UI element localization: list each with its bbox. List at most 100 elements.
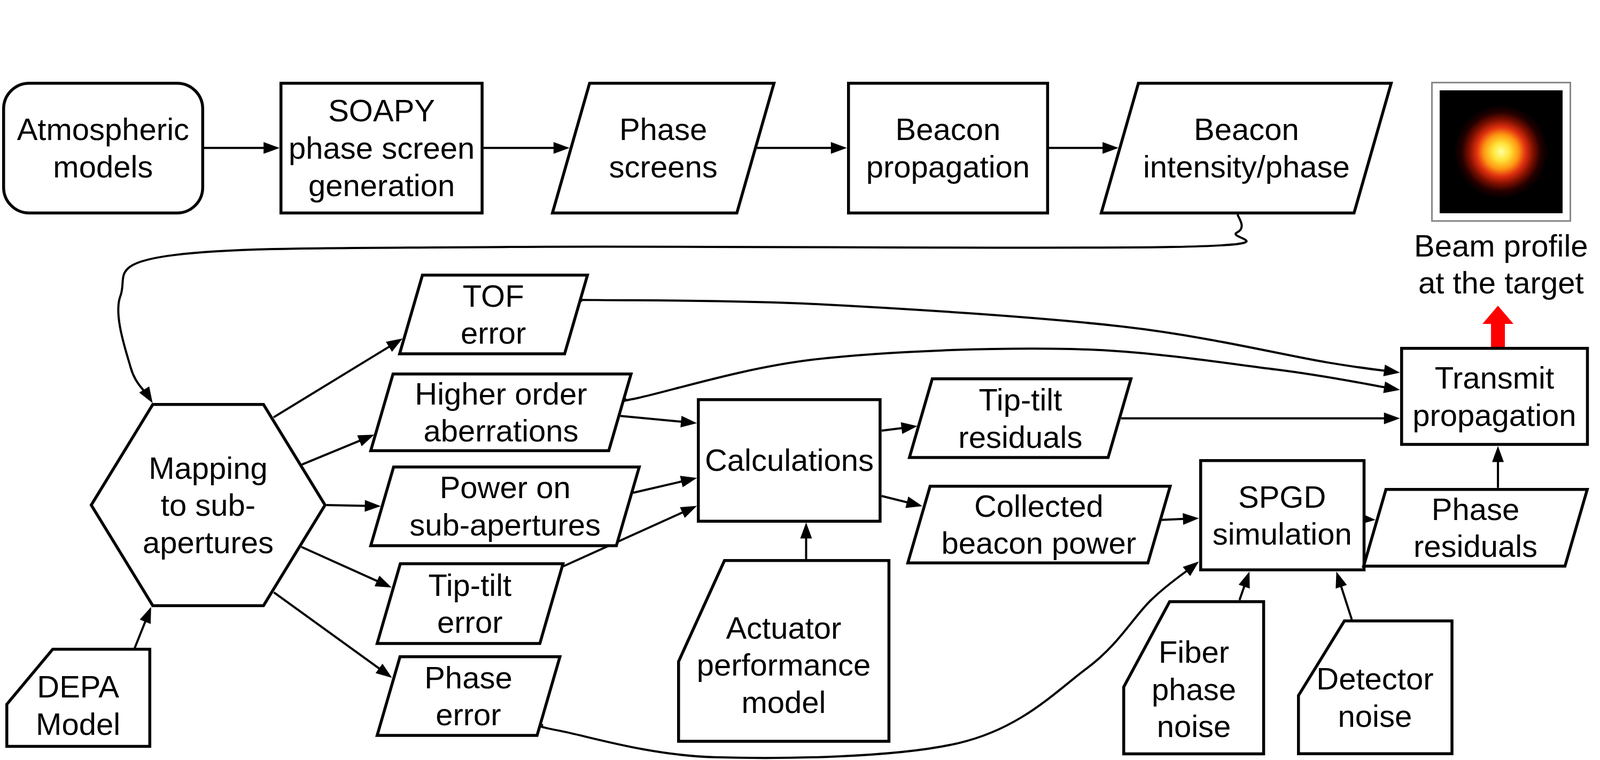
box-border: [1363, 488, 1588, 566]
node-label: Beam profile at the target: [1410, 227, 1592, 302]
box-border: [3, 83, 204, 214]
arrowhead: [905, 496, 923, 508]
connector-line: [301, 546, 385, 585]
connector: [1121, 412, 1401, 425]
arrowhead: [1182, 513, 1199, 525]
connector: [881, 422, 918, 434]
arrowhead: [1335, 571, 1347, 589]
box-border: [1298, 620, 1452, 754]
connector: [800, 522, 812, 560]
box-outline: [2, 81, 205, 215]
connector: [273, 592, 392, 678]
preparation-hexagon: Mapping to sub-apertures: [89, 402, 327, 608]
node-label: Tip-tilt residuals: [935, 381, 1107, 456]
box-border: [1101, 83, 1392, 214]
connector: [134, 607, 152, 649]
connector: [1238, 571, 1250, 600]
data-box: Phase residuals: [1362, 487, 1589, 568]
node-label: SPGD simulation: [1204, 478, 1361, 553]
connector: [301, 546, 392, 588]
box-outline: [847, 81, 1050, 215]
box-border: [370, 466, 640, 546]
box-border: [1200, 460, 1364, 571]
beam-spot: [1439, 90, 1563, 214]
box-border: [399, 274, 588, 354]
connector: [326, 499, 382, 512]
arrowhead: [1182, 561, 1199, 576]
data-box: Tip-tilt residuals: [907, 377, 1133, 460]
connector-line: [118, 214, 1247, 396]
arrowhead: [1492, 445, 1504, 462]
data-box: TOF error: [398, 273, 589, 356]
connector-line: [483, 146, 562, 150]
process-box: Calculations: [696, 398, 882, 523]
node-label: Actuator performance model: [696, 609, 872, 721]
arrowhead: [679, 506, 697, 518]
arrowhead: [901, 422, 918, 434]
connector-line: [575, 299, 1393, 372]
data-box: Phase screens: [550, 81, 776, 215]
data-box: Collected beacon power: [906, 484, 1172, 565]
beam-profile: Beam profile at the target: [1410, 81, 1592, 306]
data-box: Higher order aberrations: [369, 372, 633, 453]
process-box: SOAPY phase screen generation: [279, 81, 484, 215]
box-border: [370, 374, 632, 451]
node-label: Calculations: [704, 441, 874, 479]
arrowhead: [374, 575, 392, 588]
connector-line: [620, 415, 689, 423]
arrowhead: [263, 142, 280, 154]
connector: [483, 142, 570, 154]
box-border: [91, 404, 325, 606]
node-label: Power on sub-apertures: [395, 468, 614, 543]
box-border: [678, 560, 890, 742]
arrowhead: [1383, 381, 1400, 394]
process-box: Beacon propagation: [847, 81, 1050, 215]
connector: [118, 214, 1247, 403]
arrowhead: [680, 415, 697, 428]
connector: [575, 299, 1401, 377]
node-label: Beacon intensity/phase: [1134, 110, 1359, 185]
connector-line: [301, 437, 367, 465]
box-border: [1401, 348, 1588, 445]
input-card: Actuator performance model: [677, 558, 891, 743]
input-card: DEPA Model: [5, 647, 152, 748]
connector: [1335, 571, 1352, 620]
box-border: [698, 399, 881, 521]
data-box: Tip-tilt error: [375, 562, 565, 646]
arrowhead: [830, 142, 848, 154]
box-border: [848, 83, 1048, 214]
beam-profile-image: [1431, 81, 1572, 222]
box-outline: [1099, 81, 1393, 215]
connector: [620, 415, 697, 428]
box-border: [907, 486, 1170, 563]
process-box: SPGD simulation: [1199, 459, 1366, 572]
arrowhead: [375, 663, 393, 678]
connector: [1492, 445, 1504, 488]
node-label: Collected beacon power: [932, 487, 1145, 562]
node-label: Transmit propagation: [1405, 359, 1584, 434]
box-border: [281, 83, 483, 214]
data-box: Power on sub-apertures: [369, 465, 641, 548]
arrowhead: [139, 607, 151, 625]
arrowhead: [1383, 364, 1401, 377]
process-box: Transmit propagation: [1400, 346, 1589, 446]
box-outline: [1199, 459, 1366, 572]
connector: [756, 142, 847, 154]
arrowhead: [1102, 142, 1119, 154]
arrowhead: [1384, 412, 1401, 425]
connector: [204, 142, 280, 154]
arrowhead: [679, 475, 697, 487]
node-label: Atmospheric models: [7, 110, 199, 185]
data-box: Beacon intensity/phase: [1099, 81, 1393, 215]
arrowhead: [139, 386, 153, 403]
node-label: Detector noise: [1315, 659, 1434, 735]
arrowhead: [1482, 305, 1514, 324]
connector-line: [273, 342, 396, 418]
connector: [633, 475, 697, 493]
node-label: Tip-tilt error: [402, 566, 538, 641]
node-label: Fiber phase noise: [1141, 633, 1247, 745]
node-label: Phase error: [402, 658, 535, 734]
input-card: Fiber phase noise: [1122, 600, 1265, 756]
output-arrow: [1482, 305, 1514, 347]
